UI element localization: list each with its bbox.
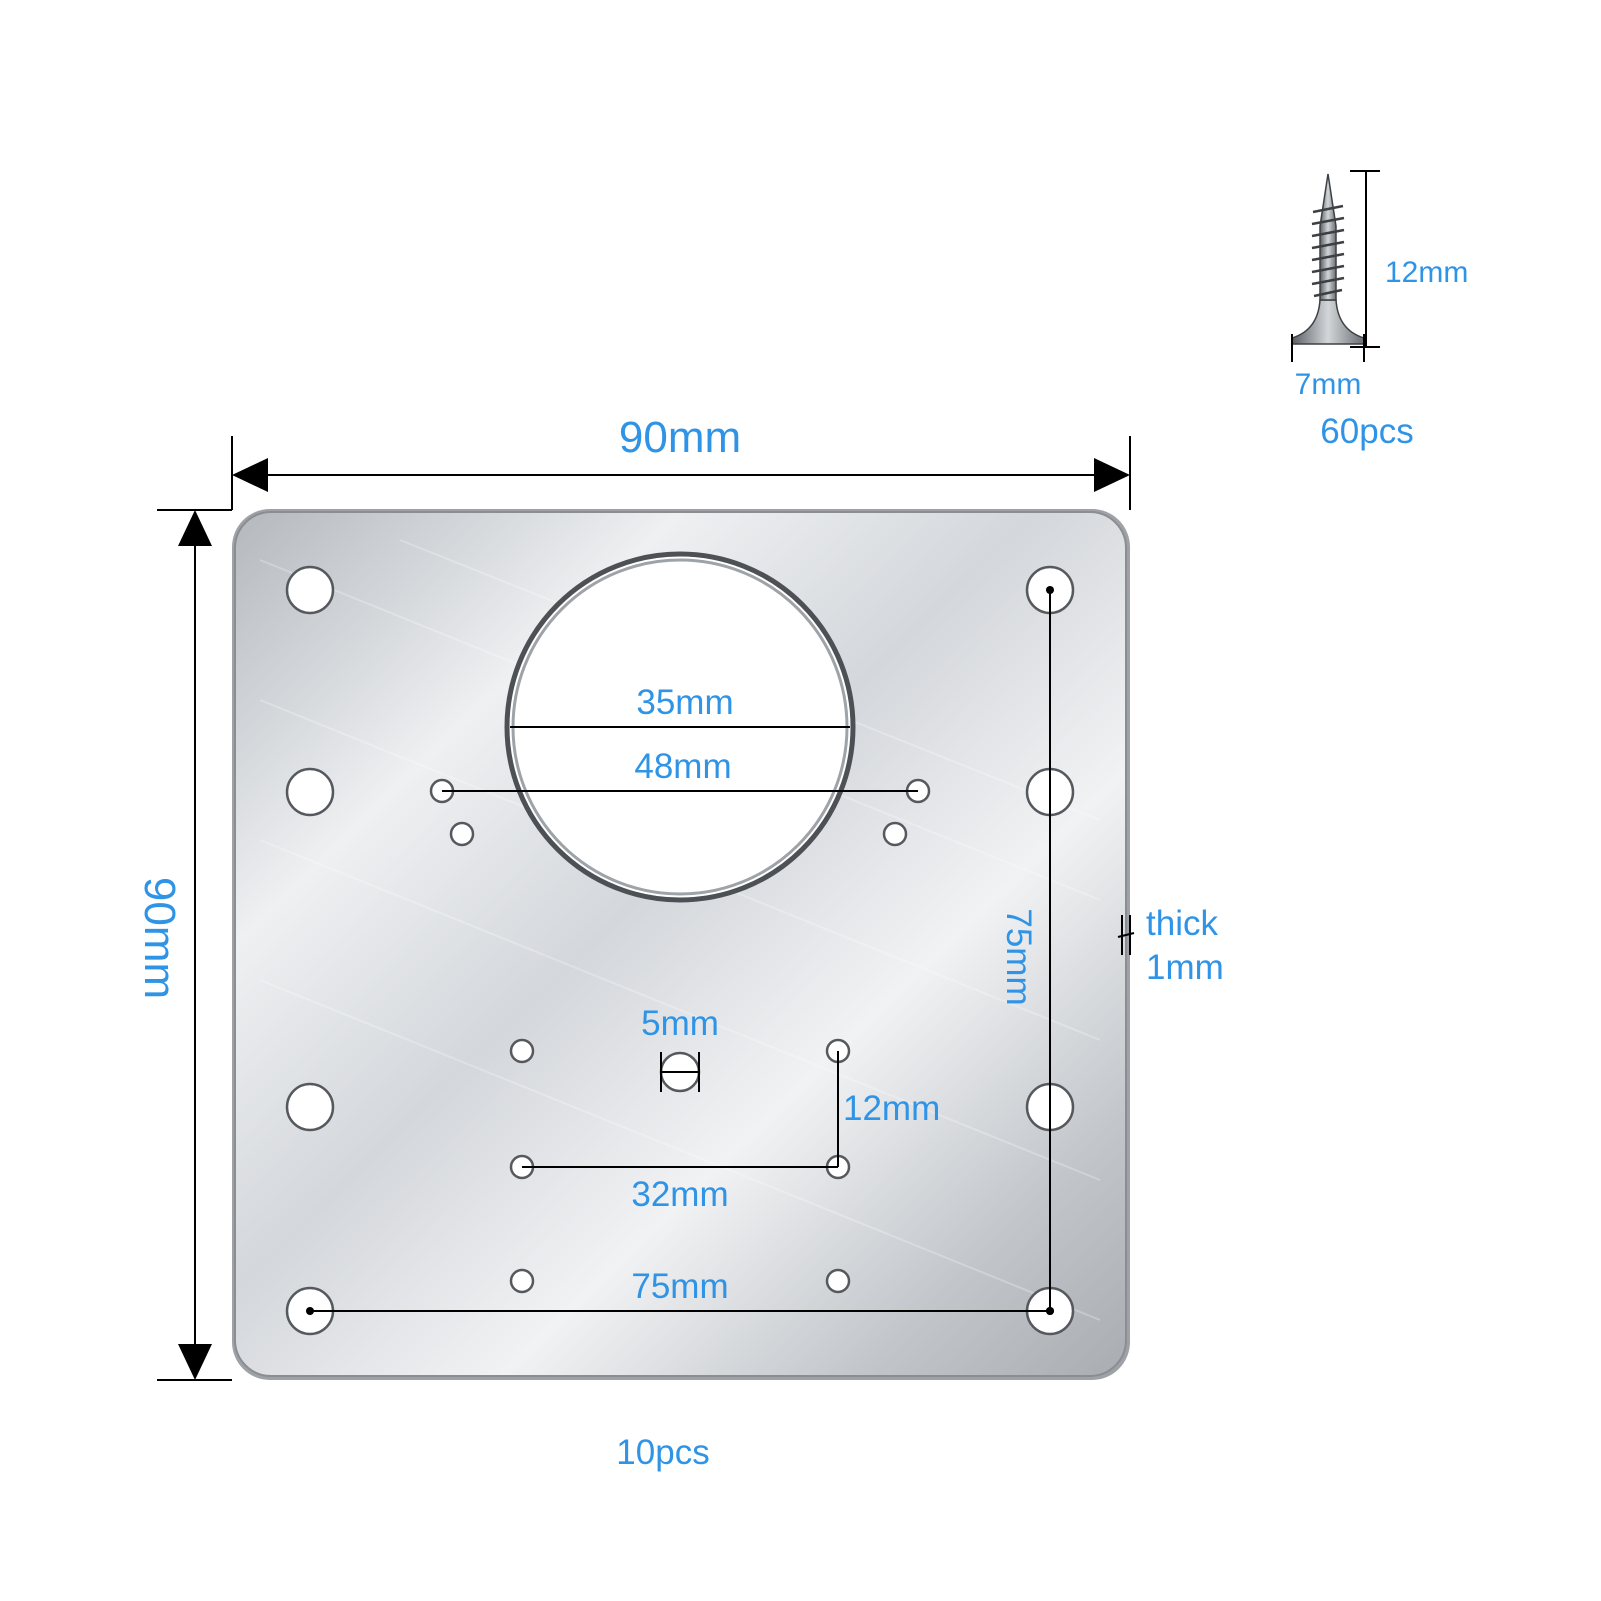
thickness-label-1: thick (1146, 904, 1218, 943)
small-horizontal-label: 32mm (631, 1175, 728, 1214)
small-vertical-label: 12mm (843, 1089, 940, 1128)
mounting-hole (285, 767, 335, 817)
screw-head (1291, 299, 1365, 345)
small-hole (509, 1038, 535, 1064)
small-hole (882, 821, 908, 847)
small-hole (825, 1268, 851, 1294)
slot-label: 5mm (641, 1004, 719, 1043)
screw-threads (1311, 204, 1345, 298)
mounting-hole (285, 1082, 335, 1132)
hole-spacing-label: 48mm (634, 747, 731, 786)
screw-head-label: 7mm (1295, 368, 1362, 401)
plate-quantity-label: 10pcs (616, 1433, 709, 1472)
height-label: 90mm (135, 877, 184, 999)
vertical-spacing-label: 75mm (999, 908, 1038, 1005)
dimension-lines (157, 436, 1135, 1381)
big-hole-diameter-label: 35mm (636, 683, 733, 722)
small-hole (449, 821, 475, 847)
mounting-plate (232, 509, 1130, 1380)
small-hole (509, 1268, 535, 1294)
plate-body (234, 511, 1127, 1377)
width-label: 90mm (619, 413, 741, 462)
thickness-label-2: 1mm (1146, 948, 1224, 987)
screw-length-label: 12mm (1385, 256, 1468, 289)
mounting-hole (285, 565, 335, 615)
screw-illustration (1291, 170, 1380, 362)
bottom-spacing-label: 75mm (631, 1267, 728, 1306)
screw-quantity-label: 60pcs (1320, 412, 1413, 451)
